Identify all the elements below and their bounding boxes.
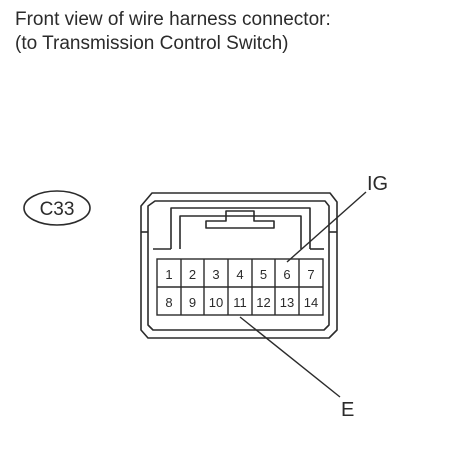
pin-6: 6 [283, 267, 290, 282]
pin-9: 9 [189, 295, 196, 310]
pin-11: 11 [233, 295, 247, 310]
pin-5: 5 [260, 267, 267, 282]
connector-housing [140, 192, 338, 339]
pin-12: 12 [256, 295, 270, 310]
pin-10: 10 [209, 295, 223, 310]
pin-14: 14 [304, 295, 318, 310]
pin-grid [156, 258, 324, 316]
e-leader-line [239, 316, 341, 398]
pin-4: 4 [236, 267, 243, 282]
e-callout-label: E [341, 399, 354, 421]
ig-callout-label: IG [367, 173, 388, 195]
caption-line-1: Front view of wire harness connector: [15, 9, 331, 30]
connector-id-badge: C33 [23, 190, 91, 226]
pin-labels-bottom-row: 8 9 10 11 12 13 14 [165, 295, 318, 310]
pin-2: 2 [189, 267, 196, 282]
pin-8: 8 [165, 295, 172, 310]
caption-line-2: (to Transmission Control Switch) [15, 33, 289, 54]
pin-labels-top-row: 1 2 3 4 5 6 7 [165, 267, 314, 282]
pin-1: 1 [165, 267, 172, 282]
diagram-caption: Front view of wire harness connector: (t… [15, 8, 331, 56]
pin-7: 7 [307, 267, 314, 282]
ig-leader-line [286, 191, 367, 263]
pin-13: 13 [280, 295, 294, 310]
connector-id-label: C33 [40, 199, 75, 220]
pin-3: 3 [212, 267, 219, 282]
